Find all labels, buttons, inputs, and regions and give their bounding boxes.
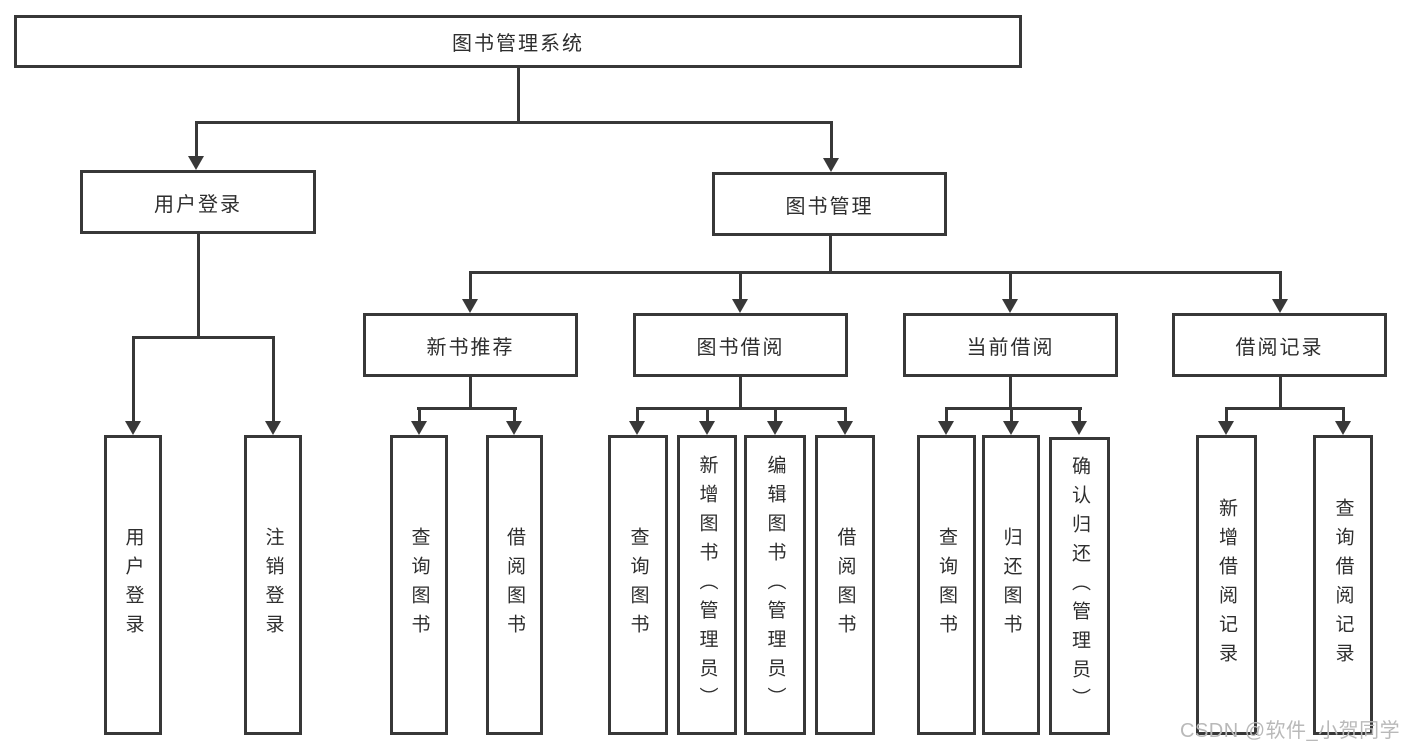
leaf-label: 新增图书（管理员） (696, 454, 718, 716)
connector-hline (417, 407, 517, 410)
arrowhead-down (1071, 421, 1087, 435)
node-label: 当前借阅 (966, 336, 1055, 359)
arrowhead-down (1272, 299, 1288, 313)
connector-vline (739, 271, 742, 299)
node-label: 用户登录 (154, 193, 242, 216)
arrowhead-down (265, 421, 281, 435)
arrowhead-down (462, 299, 478, 313)
connector-vline (418, 407, 421, 421)
connector-vline (517, 68, 520, 123)
connector-hline (195, 121, 833, 124)
leaf-query-borrow-record: 查询借阅记录 (1313, 435, 1373, 735)
leaf-label: 新增借阅记录 (1216, 498, 1237, 672)
node-book-management: 图书管理 (712, 172, 947, 236)
connector-vline (1078, 407, 1081, 421)
connector-hline (945, 407, 1082, 410)
leaf-label: 查询图书 (408, 527, 430, 643)
arrowhead-down (1335, 421, 1351, 435)
connector-vline (469, 377, 472, 409)
connector-vline (1009, 271, 1012, 299)
leaf-borrow-books-recommend: 借阅图书 (486, 435, 543, 735)
connector-hline (636, 407, 847, 410)
connector-vline (1225, 407, 1228, 421)
arrowhead-down (411, 421, 427, 435)
node-label: 新书推荐 (426, 336, 515, 359)
leaf-add-borrow-record: 新增借阅记录 (1196, 435, 1257, 735)
connector-hline (1225, 407, 1345, 410)
node-current-borrowing: 当前借阅 (903, 313, 1118, 377)
leaf-edit-books-admin: 编辑图书（管理员） (744, 435, 806, 735)
connector-hline (469, 271, 1282, 274)
arrowhead-down (938, 421, 954, 435)
connector-vline (469, 271, 472, 299)
connector-vline (636, 407, 639, 421)
arrowhead-down (629, 421, 645, 435)
leaf-label: 借阅图书 (504, 527, 525, 643)
arrowhead-down (699, 421, 715, 435)
connector-hline (132, 336, 275, 339)
watermark: CSDN @软件_小贺同学 (1180, 720, 1401, 742)
leaf-label: 用户登录 (122, 527, 144, 643)
arrowhead-down (1002, 299, 1018, 313)
leaf-label: 确认归还（管理员） (1069, 455, 1090, 717)
leaf-label: 注销登录 (262, 527, 284, 643)
leaf-label: 借阅图书 (834, 527, 856, 643)
leaf-query-books-current: 查询图书 (917, 435, 976, 735)
leaf-query-books-recommend: 查询图书 (390, 435, 448, 735)
connector-vline (830, 123, 833, 158)
leaf-borrow-books-borrowing: 借阅图书 (815, 435, 875, 735)
connector-vline (197, 234, 200, 338)
leaf-label: 查询图书 (936, 527, 957, 643)
connector-vline (1010, 407, 1013, 421)
leaf-return-books: 归还图书 (982, 435, 1040, 735)
leaf-label: 查询借阅记录 (1332, 498, 1354, 672)
node-user-login: 用户登录 (80, 170, 316, 234)
connector-vline (739, 377, 742, 409)
connector-vline (1009, 377, 1012, 409)
leaf-label: 归还图书 (1000, 527, 1022, 643)
node-new-book-recommendation: 新书推荐 (363, 313, 578, 377)
arrowhead-down (125, 421, 141, 435)
arrowhead-down (506, 421, 522, 435)
connector-vline (1279, 271, 1282, 299)
connector-vline (706, 407, 709, 421)
connector-vline (844, 407, 847, 421)
arrowhead-down (1218, 421, 1234, 435)
node-label: 图书管理 (785, 195, 874, 218)
connector-vline (1279, 377, 1282, 409)
connector-vline (272, 336, 275, 421)
leaf-user-login: 用户登录 (104, 435, 162, 735)
arrowhead-down (823, 158, 839, 172)
arrowhead-down (732, 299, 748, 313)
node-label: 图书管理系统 (452, 33, 584, 55)
leaf-query-books-borrowing: 查询图书 (608, 435, 668, 735)
connector-vline (774, 407, 777, 421)
arrowhead-down (837, 421, 853, 435)
leaf-label: 查询图书 (627, 527, 649, 643)
leaf-logout: 注销登录 (244, 435, 302, 735)
node-book-borrowing: 图书借阅 (633, 313, 848, 377)
connector-vline (195, 121, 198, 156)
arrowhead-down (188, 156, 204, 170)
connector-vline (132, 336, 135, 421)
connector-vline (829, 236, 832, 273)
arrowhead-down (767, 421, 783, 435)
node-root: 图书管理系统 (14, 15, 1022, 68)
leaf-add-books-admin: 新增图书（管理员） (677, 435, 737, 735)
node-label: 借阅记录 (1235, 336, 1324, 359)
leaf-confirm-return-admin: 确认归还（管理员） (1049, 437, 1110, 735)
connector-vline (945, 407, 948, 421)
leaf-label: 编辑图书（管理员） (764, 454, 786, 716)
arrowhead-down (1003, 421, 1019, 435)
node-borrowing-records: 借阅记录 (1172, 313, 1387, 377)
connector-vline (513, 407, 516, 421)
connector-vline (1342, 407, 1345, 421)
node-label: 图书借阅 (696, 336, 785, 359)
